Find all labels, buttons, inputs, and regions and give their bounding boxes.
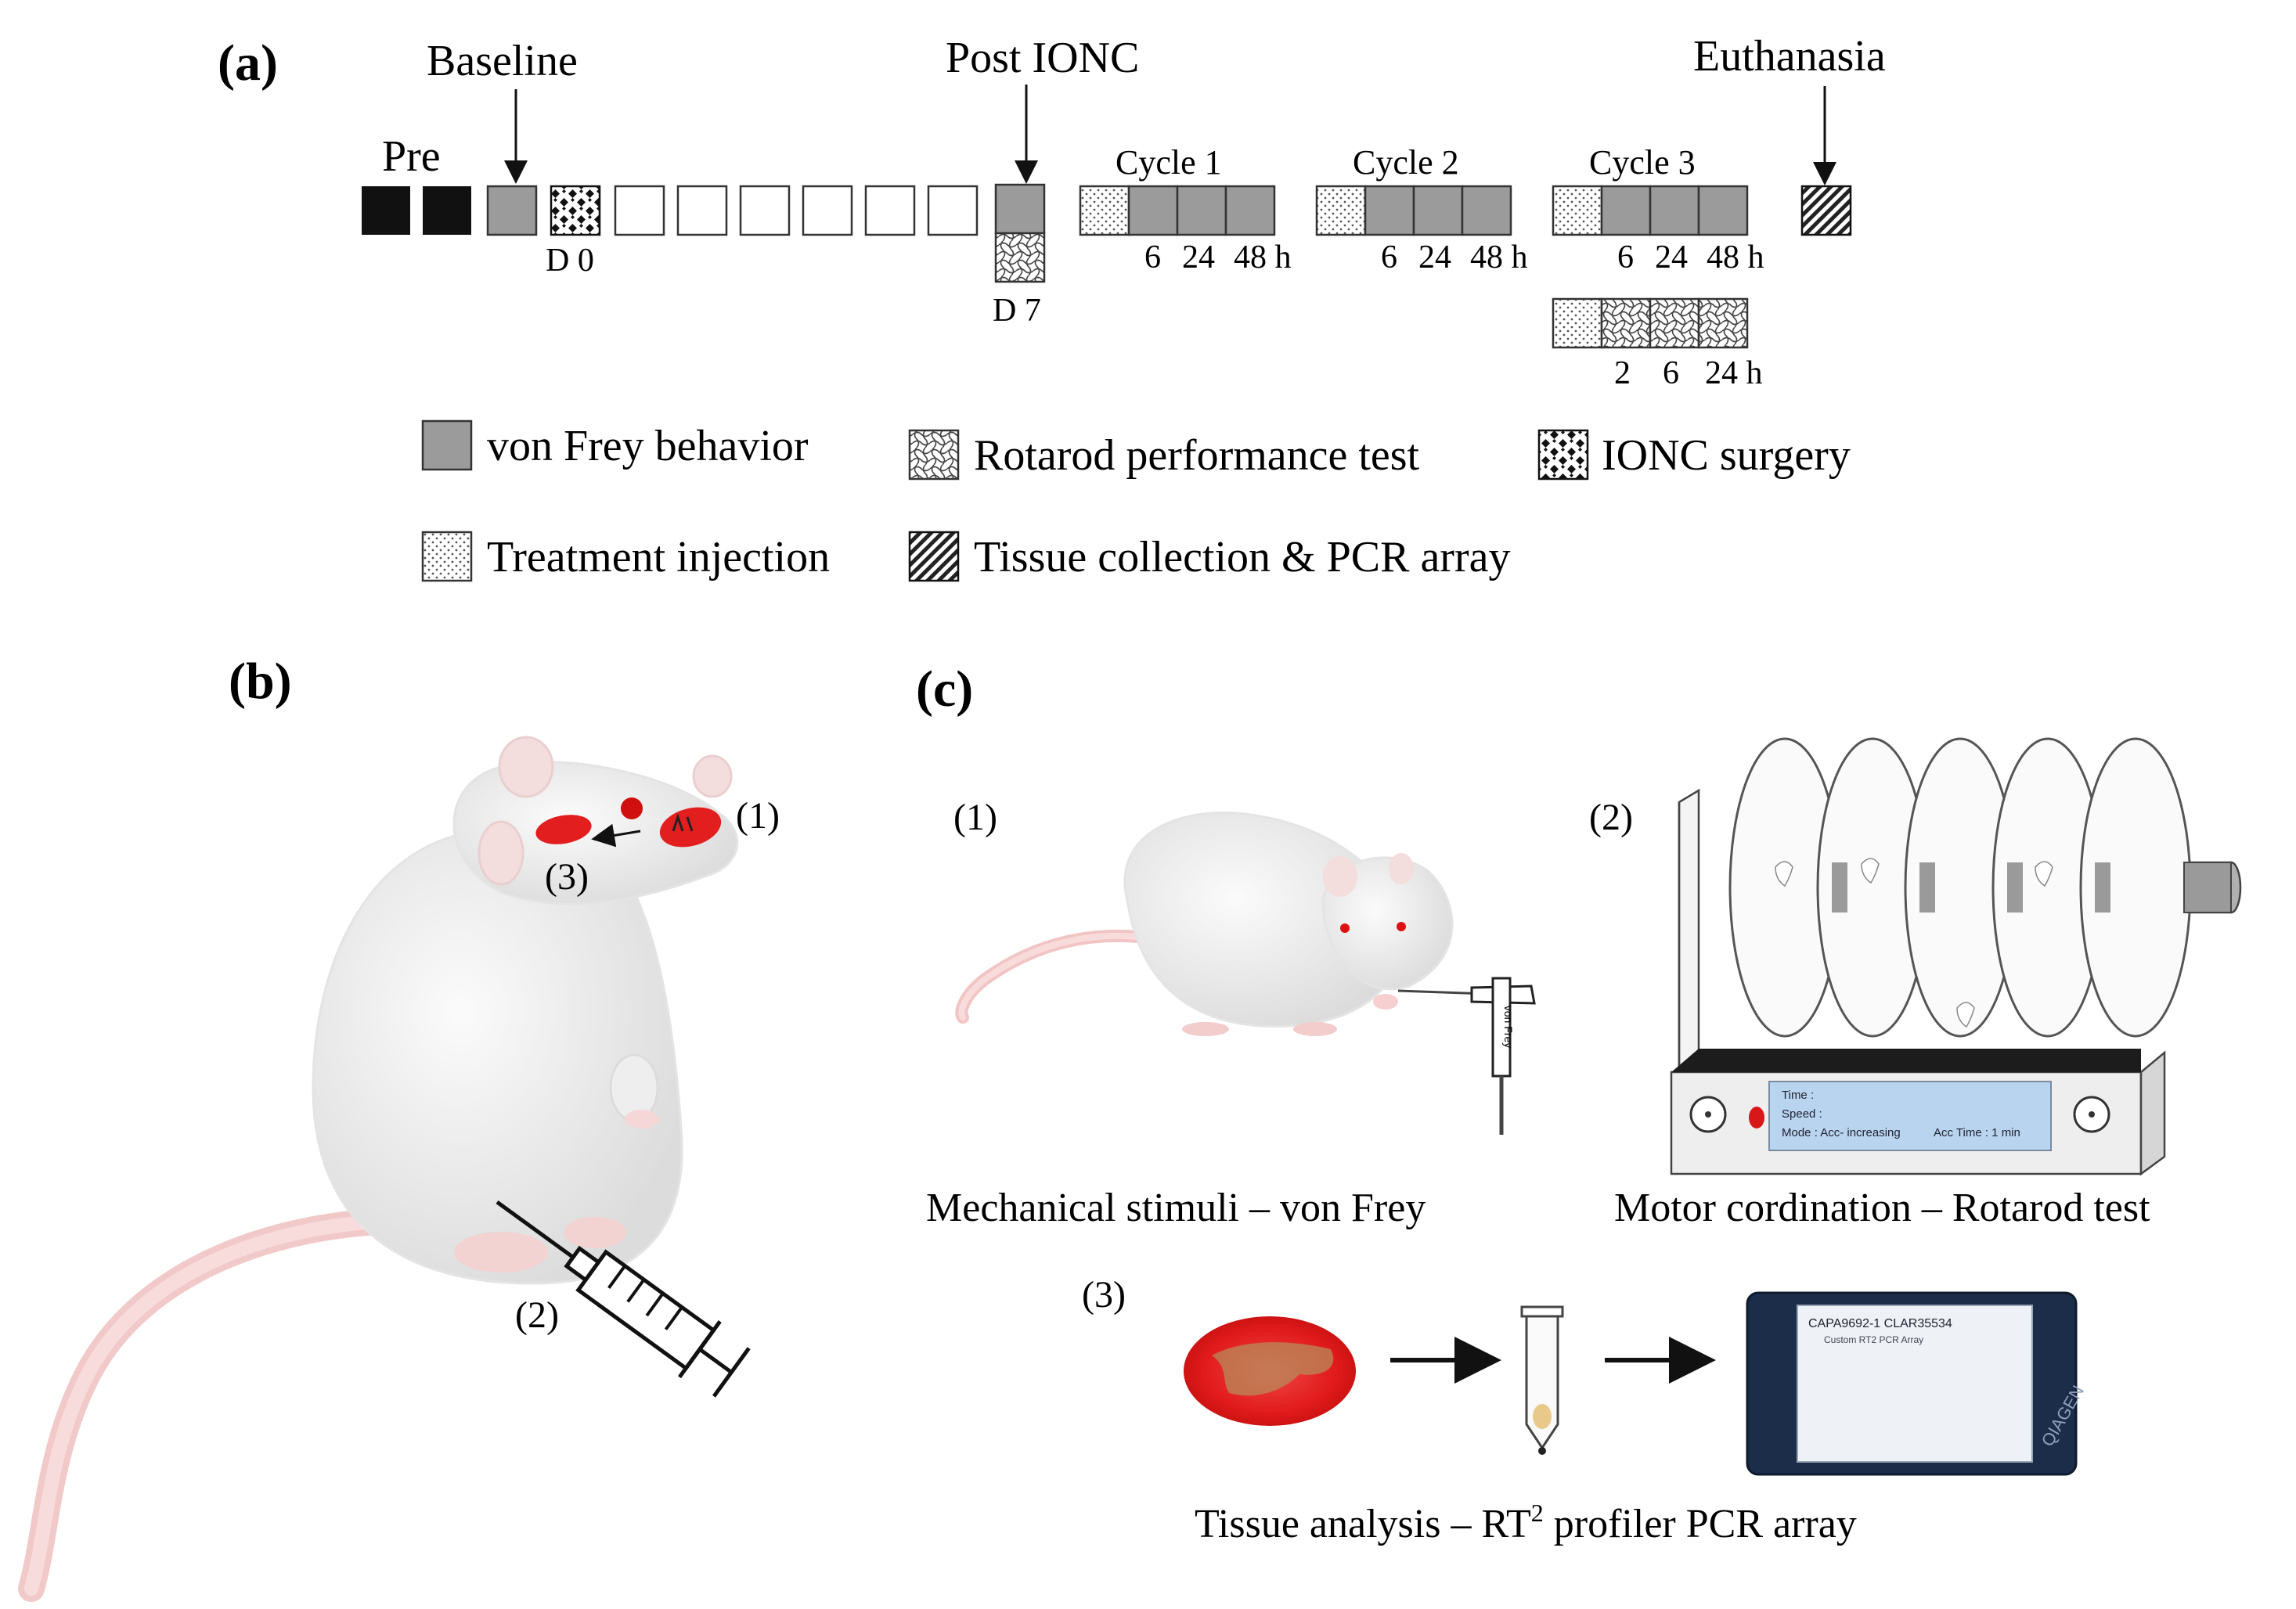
vonfrey-filament-device: von Frey xyxy=(1397,977,1536,1135)
legend-treatment-swatch xyxy=(421,531,473,582)
panel-a-letter: (a) xyxy=(218,34,278,92)
cycle-1-title: Cycle 1 xyxy=(1116,143,1222,182)
label-euthanasia: Euthanasia xyxy=(1693,32,1886,81)
cycle-1-vf-box xyxy=(1127,185,1179,236)
cycle-3-rotarod-box xyxy=(1600,297,1652,349)
cycle-2-vf-box xyxy=(1364,185,1415,236)
cycle-3-hour: 6 xyxy=(1617,239,1634,275)
timeline-pre-box xyxy=(362,186,410,235)
panel-c-letter: (c) xyxy=(916,661,973,718)
cycle-1: Cycle 1 6 24 48 h xyxy=(1079,143,1292,275)
timeline-day-box xyxy=(676,185,728,236)
legend-vonfrey-swatch xyxy=(421,419,473,471)
panel-b: (b) (1) xyxy=(18,653,780,1602)
cycle-1-hour: 24 xyxy=(1182,239,1215,275)
label-d0: D 0 xyxy=(546,243,594,279)
panel-c-marker-2: (2) xyxy=(1589,797,1633,838)
panel-a: (a) Pre Baseline Post IONC Euthanasia D … xyxy=(218,32,1886,582)
legend-rotarod-label: Rotarod performance test xyxy=(974,431,1420,480)
timeline-baseline-box xyxy=(486,185,538,236)
cycle-1-vf-box xyxy=(1176,185,1227,236)
tissue-sample xyxy=(1184,1316,1356,1426)
legend-ionc-label: IONC surgery xyxy=(1602,431,1851,480)
cycle-3-hour: 24 xyxy=(1655,239,1688,275)
cycle-3-rotarod-injection-box xyxy=(1552,297,1603,349)
pcr-plate-label-line1: CAPA9692-1 CLAR35534 xyxy=(1808,1317,1952,1330)
label-baseline: Baseline xyxy=(427,37,578,85)
rotarod-hour: 6 xyxy=(1663,355,1679,391)
timeline-day-box xyxy=(927,185,979,236)
caption-tissue: Tissue analysis – RT2 profiler PCR array xyxy=(1195,1499,1857,1546)
panel-b-letter: (b) xyxy=(229,653,292,710)
panel-b-marker-3: (3) xyxy=(545,856,589,898)
cycle-2-vf-box xyxy=(1461,185,1512,236)
cycle-2-hour: 24 xyxy=(1418,239,1451,275)
timeline-euthanasia-box xyxy=(1800,185,1852,236)
legend-vonfrey-label: von Frey behavior xyxy=(487,422,809,470)
sample-tube-icon xyxy=(1520,1305,1564,1455)
label-post-ionc: Post IONC xyxy=(946,34,1139,82)
timeline-post-vonfrey-box xyxy=(994,183,1046,235)
timeline-day-box xyxy=(802,185,853,236)
rotarod-display-mode: Mode : Acc- increasing xyxy=(1782,1126,1901,1139)
label-d7: D 7 xyxy=(993,293,1041,329)
timeline-pre-box xyxy=(423,186,471,235)
cycle-2-hour: 48 h xyxy=(1470,239,1528,275)
vonfrey-device-label: von Frey xyxy=(1502,1006,1515,1048)
pcr-array-plate: CAPA9692-1 CLAR35534 Custom RT2 PCR Arra… xyxy=(1746,1291,2088,1476)
cycle-2-injection-box xyxy=(1315,185,1367,236)
rotarod-display-time: Time : xyxy=(1782,1089,1814,1102)
cycle-1-hour: 48 h xyxy=(1234,239,1292,275)
cycle-3: Cycle 3 6 24 48 h 2 6 24 h xyxy=(1552,143,1764,391)
cycle-2-vf-box xyxy=(1412,185,1464,236)
panel-b-marker-2: (2) xyxy=(515,1294,559,1336)
rotarod-hour: 2 xyxy=(1614,355,1631,391)
cycle-3-injection-box xyxy=(1552,185,1603,236)
timeline-day-box xyxy=(739,185,791,236)
rat-illustration-vonfrey xyxy=(955,812,1454,1036)
cycle-1-injection-box xyxy=(1079,185,1130,236)
timeline-day-box xyxy=(614,185,665,236)
rotarod-display-speed: Speed : xyxy=(1782,1107,1822,1121)
rotarod-display-acc-time: Acc Time : 1 min xyxy=(1934,1126,2020,1139)
pcr-plate-label-line2: Custom RT2 PCR Array xyxy=(1824,1334,1923,1345)
cycle-3-hour: 48 h xyxy=(1707,239,1764,275)
timeline-ionc-box xyxy=(550,185,601,236)
cycle-2: Cycle 2 6 24 48 h xyxy=(1315,143,1528,275)
caption-vonfrey: Mechanical stimuli – von Frey xyxy=(926,1186,1426,1230)
rat-illustration-sitting xyxy=(18,736,739,1602)
rotarod-hour: 24 h xyxy=(1705,355,1763,391)
cycle-3-vf-box xyxy=(1600,185,1652,236)
cycle-2-title: Cycle 2 xyxy=(1353,143,1459,182)
cycle-2-hour: 6 xyxy=(1381,239,1397,275)
cycle-3-vf-box xyxy=(1697,185,1749,236)
timeline-post-rotarod-box xyxy=(994,232,1046,283)
panel-c: (c) (1) von Frey Mechanical stimuli – vo… xyxy=(916,661,2242,1546)
cycle-3-rotarod-box xyxy=(1697,297,1749,349)
legend-ionc-swatch xyxy=(1537,429,1589,481)
cycle-3-rotarod-box xyxy=(1649,297,1700,349)
legend-tissue-label: Tissue collection & PCR array xyxy=(974,533,1510,581)
legend-treatment-label: Treatment injection xyxy=(487,533,830,581)
panel-c-marker-1: (1) xyxy=(953,797,997,838)
legend-rotarod-swatch xyxy=(908,429,960,481)
cycle-1-vf-box xyxy=(1224,185,1276,236)
syringe-icon xyxy=(496,1200,751,1398)
panel-b-marker-1: (1) xyxy=(736,795,780,837)
legend: von Frey behavior Rotarod performance te… xyxy=(421,419,1851,582)
label-pre: Pre xyxy=(382,132,441,181)
legend-tissue-swatch xyxy=(908,531,960,582)
rotarod-apparatus: Time : Speed : Mode : Acc- increasing Ac… xyxy=(1670,737,2242,1176)
panel-c-marker-3: (3) xyxy=(1082,1274,1126,1316)
cycle-1-hour: 6 xyxy=(1144,239,1161,275)
cycle-3-title: Cycle 3 xyxy=(1589,143,1696,182)
cycle-3-vf-box xyxy=(1649,185,1700,236)
timeline-day-box xyxy=(864,185,916,236)
caption-rotarod: Motor cordination – Rotarod test xyxy=(1614,1186,2150,1230)
